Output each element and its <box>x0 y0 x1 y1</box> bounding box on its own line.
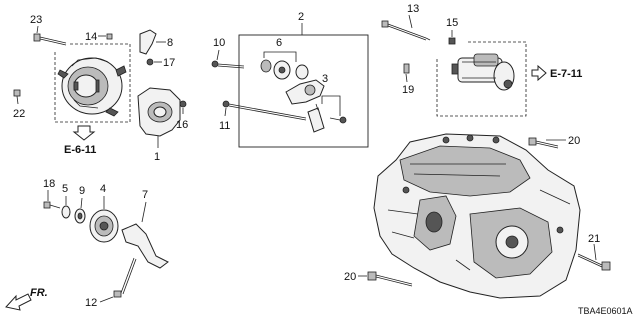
bolt-12-illustration <box>113 257 137 298</box>
diagram-code: TBA4E0601A <box>578 306 633 316</box>
callout-7: 7 <box>142 189 148 201</box>
starter-ref-arrow <box>531 64 547 82</box>
bolt-13-illustration <box>381 20 431 41</box>
idler-group: 18 5 9 4 7 12 <box>43 178 169 309</box>
alternator-ref-arrow <box>72 125 96 141</box>
bolt-10-illustration <box>211 60 245 69</box>
starter-ref-label: E-7-11 <box>550 68 582 80</box>
bolt-19-illustration <box>403 63 410 74</box>
tensioner-group: 2 10 6 3 <box>211 11 369 148</box>
front-direction: FR. <box>5 287 48 311</box>
callout-22: 22 <box>13 108 25 120</box>
bolt-3-illustration <box>329 116 347 124</box>
washer-5-illustration <box>61 205 71 219</box>
callout-16: 16 <box>176 119 188 131</box>
damper-illustration <box>307 107 325 133</box>
callout-20-upper: 20 <box>568 135 580 147</box>
bolt-17-illustration <box>146 58 154 66</box>
bolt-22-illustration <box>13 89 21 105</box>
alternator-dashed-box <box>54 43 131 123</box>
front-label: FR. <box>30 287 48 299</box>
tensioner-box <box>238 34 369 148</box>
pulley-4-illustration <box>89 209 119 243</box>
starter-dashed-box <box>436 41 527 117</box>
callout-21: 21 <box>588 233 600 245</box>
callout-19: 19 <box>402 84 414 96</box>
callout-23: 23 <box>30 14 42 26</box>
callout-15: 15 <box>446 17 458 29</box>
front-arrow-icon <box>5 293 32 311</box>
nut-15-illustration <box>448 37 456 45</box>
engine-group: 20 21 20 <box>344 133 611 299</box>
bolt-21-illustration <box>577 253 611 271</box>
callout-4: 4 <box>100 183 106 195</box>
starter-group: 13 15 19 E-7-11 <box>381 3 582 117</box>
bolt-20-lower-illustration <box>367 271 413 287</box>
bolt-18-illustration <box>43 201 61 209</box>
pulley-6-illustration <box>260 59 309 80</box>
callout-18: 18 <box>43 178 55 190</box>
alternator-group: 23 14 8 17 22 E-6-11 <box>13 14 175 156</box>
callout-3: 3 <box>322 73 328 85</box>
callout-11: 11 <box>219 120 230 132</box>
callout-2: 2 <box>298 11 304 23</box>
alternator-ref-label: E-6-11 <box>64 144 96 156</box>
cover-group: 1 16 <box>137 87 188 163</box>
callout-17: 17 <box>163 57 175 69</box>
nut-14-illustration <box>106 33 113 40</box>
bolt-20-upper-illustration <box>528 137 559 149</box>
engine-illustration <box>373 133 581 299</box>
callout-6: 6 <box>276 37 282 49</box>
bolt-11-illustration <box>222 100 307 121</box>
callout-12: 12 <box>85 297 97 309</box>
spacer-9-illustration <box>74 208 86 224</box>
callout-1: 1 <box>154 151 160 163</box>
callout-10: 10 <box>213 37 225 49</box>
callout-5: 5 <box>62 183 68 195</box>
bolt-16-illustration <box>179 100 187 108</box>
starter-motor-illustration <box>451 53 515 91</box>
bracket-8-illustration <box>139 29 157 55</box>
callout-8: 8 <box>167 37 173 49</box>
bracket-7-illustration <box>121 223 169 269</box>
callout-20-lower: 20 <box>344 271 356 283</box>
alternator-illustration <box>57 57 127 117</box>
bolt-23-illustration <box>33 33 67 46</box>
callout-9: 9 <box>79 185 85 197</box>
callout-13: 13 <box>407 3 419 15</box>
callout-14: 14 <box>85 31 97 43</box>
